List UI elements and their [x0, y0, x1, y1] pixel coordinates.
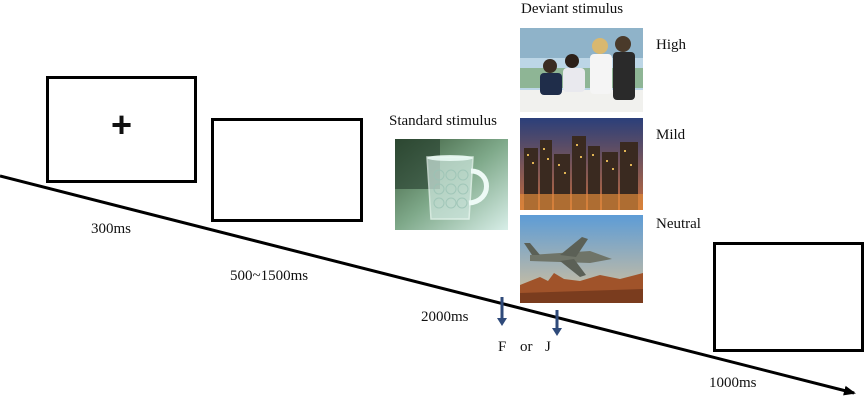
fixation-cross: +	[110, 104, 133, 145]
standard-stimulus-label: Standard stimulus	[389, 113, 497, 129]
time-arrow	[0, 174, 856, 396]
duration-feedback-label: 1000ms	[709, 375, 757, 391]
neutral-label: Neutral	[656, 216, 701, 232]
deviant-mild-image	[520, 118, 643, 210]
deviant-stimulus-label: Deviant stimulus	[521, 1, 624, 17]
deviant-neutral-image	[520, 215, 643, 303]
fixation-frame: +	[46, 76, 197, 183]
duration-fixation-label: 300ms	[91, 221, 132, 237]
feedback-blank-frame	[713, 242, 864, 352]
blank-frame	[211, 118, 363, 222]
response-arrow-j	[552, 310, 562, 336]
duration-blank-label: 500~1500ms	[230, 268, 309, 284]
response-key-j: J	[545, 339, 551, 355]
response-key-f: F	[498, 339, 507, 355]
mild-label: Mild	[656, 127, 686, 143]
high-label: High	[656, 37, 686, 53]
deviant-high-image	[520, 28, 643, 112]
response-arrow-f	[497, 297, 507, 326]
standard-stimulus-image	[395, 139, 508, 230]
duration-stimulus-label: 2000ms	[421, 309, 469, 325]
response-or-label: or	[520, 339, 533, 355]
